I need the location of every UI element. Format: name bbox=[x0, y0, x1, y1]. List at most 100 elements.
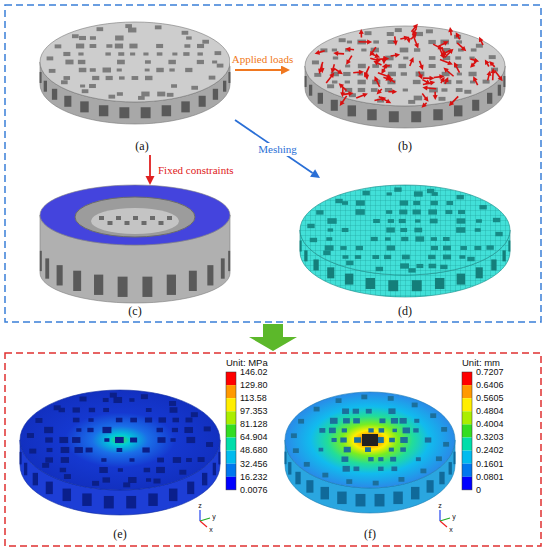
side-slot bbox=[435, 278, 444, 289]
side-slot bbox=[126, 496, 136, 509]
rim-notch bbox=[153, 479, 160, 484]
square-hole bbox=[132, 76, 139, 80]
square-hole bbox=[400, 200, 409, 205]
side-slot bbox=[207, 265, 213, 285]
side-slot bbox=[44, 81, 47, 92]
side-slot bbox=[366, 278, 375, 289]
square-hole bbox=[119, 76, 125, 79]
side-slot bbox=[331, 100, 338, 111]
load-arrowhead bbox=[414, 43, 419, 49]
side-slot bbox=[411, 111, 421, 122]
square-hole bbox=[80, 85, 85, 88]
rim-notch bbox=[323, 251, 330, 255]
side-slot bbox=[73, 271, 81, 291]
square-hole bbox=[446, 201, 453, 205]
load-arrowhead bbox=[359, 29, 364, 34]
square-hole bbox=[358, 88, 365, 92]
square-hole bbox=[391, 467, 397, 472]
square-hole bbox=[60, 468, 66, 472]
rim-notch bbox=[167, 93, 174, 97]
side-slot bbox=[142, 277, 152, 297]
load-arrowhead bbox=[386, 99, 392, 104]
side-slot bbox=[348, 105, 356, 116]
rim-notch bbox=[182, 31, 189, 35]
square-hole bbox=[399, 219, 406, 223]
arrow-line bbox=[235, 69, 281, 71]
disk-top bbox=[40, 22, 230, 102]
side-slot bbox=[309, 85, 312, 96]
square-hole bbox=[333, 56, 338, 59]
square-hole bbox=[183, 52, 189, 56]
square-hole bbox=[401, 237, 408, 241]
rim-notch bbox=[314, 73, 321, 77]
square-hole bbox=[389, 438, 395, 443]
square-hole bbox=[366, 409, 372, 414]
side-slot bbox=[449, 462, 452, 475]
square-hole bbox=[403, 427, 410, 433]
rim-notch bbox=[198, 457, 205, 462]
rim-notch bbox=[335, 199, 342, 203]
rim-notch bbox=[336, 398, 342, 403]
load-arrowhead bbox=[473, 76, 477, 82]
load-arrowhead bbox=[489, 61, 494, 66]
square-hole bbox=[386, 210, 392, 214]
side-slot bbox=[304, 250, 307, 261]
unit-label: Unit: mm bbox=[462, 358, 500, 369]
square-hole bbox=[356, 246, 363, 250]
square-hole bbox=[168, 60, 175, 64]
square-hole bbox=[73, 407, 80, 412]
square-hole bbox=[105, 52, 110, 55]
square-hole bbox=[130, 418, 137, 423]
side-slot bbox=[318, 93, 323, 104]
square-hole bbox=[343, 72, 350, 76]
side-slot bbox=[40, 251, 42, 271]
rim-notch bbox=[441, 427, 447, 432]
rim-notch bbox=[169, 401, 176, 406]
side-slot bbox=[82, 493, 91, 506]
square-hole bbox=[332, 438, 337, 442]
load-arrowhead bbox=[364, 72, 369, 78]
side-slot bbox=[64, 96, 71, 107]
side-slot bbox=[223, 81, 226, 92]
square-hole bbox=[157, 52, 163, 55]
side-slot bbox=[221, 258, 225, 278]
colorbar-value: 146.02 bbox=[240, 367, 268, 377]
axis-x bbox=[440, 521, 447, 527]
panel-label: (c) bbox=[128, 304, 141, 318]
square-hole bbox=[413, 80, 421, 84]
panel-label: (b) bbox=[398, 139, 412, 153]
square-hole bbox=[144, 468, 150, 473]
colorbar-value: 48.680 bbox=[240, 445, 268, 455]
side-slot bbox=[162, 105, 171, 116]
load-arrowhead bbox=[348, 91, 353, 96]
stress-contour bbox=[20, 390, 221, 515]
load-arrowhead bbox=[409, 57, 414, 63]
side-slot bbox=[104, 496, 114, 509]
rim-notch bbox=[92, 481, 99, 486]
rim-notch bbox=[440, 265, 447, 269]
side-slot bbox=[367, 109, 376, 120]
colorbar-bin bbox=[462, 424, 472, 437]
rim-notch bbox=[495, 232, 502, 236]
rim-notch bbox=[72, 34, 79, 38]
square-hole bbox=[443, 246, 451, 251]
panel: (a) bbox=[30, 10, 235, 155]
colorbar-value: 0.1601 bbox=[476, 459, 504, 469]
square-hole bbox=[358, 80, 366, 85]
side-slot bbox=[199, 96, 206, 107]
square-hole bbox=[145, 69, 150, 72]
load-arrowhead bbox=[441, 52, 446, 57]
square-hole bbox=[458, 210, 465, 214]
colorbar-value: 0.0801 bbox=[476, 472, 504, 482]
load-arrowhead bbox=[456, 32, 461, 38]
load-arrowhead bbox=[374, 76, 379, 82]
square-hole bbox=[118, 468, 123, 472]
meshed-part bbox=[300, 185, 511, 297]
load-arrowhead bbox=[315, 50, 320, 55]
side-slot bbox=[345, 274, 353, 285]
load-arrowhead bbox=[454, 62, 459, 68]
panel: (c) bbox=[30, 185, 235, 320]
square-hole bbox=[371, 88, 378, 92]
square-hole bbox=[344, 447, 351, 453]
axis-letter: y bbox=[212, 513, 216, 521]
